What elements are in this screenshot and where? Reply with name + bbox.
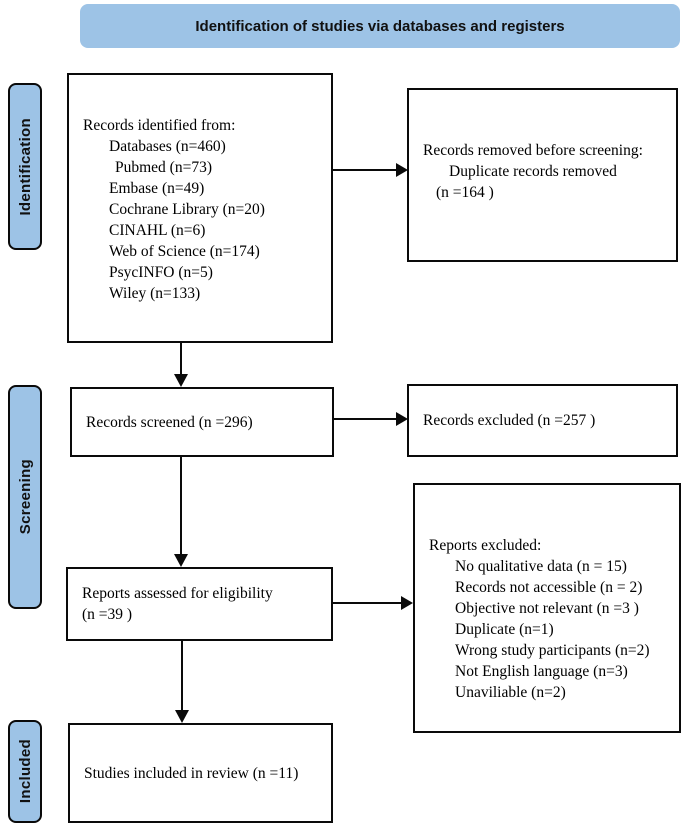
- database-count: PsycINFO (n=5): [109, 264, 213, 281]
- exclusion-reason: Unaviliable (n=2): [455, 684, 566, 701]
- reports-excluded-box: Reports excluded: No qualitative data (n…: [413, 483, 681, 733]
- arrow-identified-to-screened: [174, 343, 188, 387]
- box-heading: Reports excluded:: [429, 537, 542, 554]
- box-heading: Records removed before screening:: [423, 142, 643, 159]
- exclusion-reason: Not English language (n=3): [455, 663, 628, 680]
- records-excluded-box: Records excluded (n =257 ): [407, 384, 678, 457]
- records-identified-box: Records identified from: Databases (n=46…: [67, 73, 333, 343]
- removed-count: (n =164 ): [436, 184, 494, 201]
- database-count: Pubmed (n=73): [115, 159, 212, 176]
- exclusion-reason: Wrong study participants (n=2): [455, 642, 650, 659]
- studies-included-box: Studies included in review (n =11): [68, 723, 333, 823]
- arrow-screened-to-excluded: [334, 412, 408, 426]
- database-count: Cochrane Library (n=20): [109, 201, 265, 218]
- reports-assessed-box: Reports assessed for eligibility (n =39 …: [66, 567, 333, 641]
- database-count: CINAHL (n=6): [109, 222, 206, 239]
- exclusion-reason: No qualitative data (n = 15): [455, 558, 627, 575]
- phase-label-included: Included: [8, 720, 42, 823]
- box-count: (n =39 ): [82, 606, 133, 623]
- database-count: Web of Science (n=174): [109, 243, 260, 260]
- arrow-assessed-to-included: [175, 641, 189, 723]
- exclusion-reason: Records not accessible (n = 2): [455, 579, 643, 596]
- box-text: Reports assessed for eligibility: [82, 585, 273, 602]
- phase-label-text: Screening: [16, 459, 34, 535]
- arrow-identified-to-removed: [333, 163, 408, 177]
- box-text: Studies included in review (n =11): [84, 764, 299, 782]
- exclusion-reason: Objective not relevant (n =3 ): [455, 600, 639, 617]
- database-count: Embase (n=49): [109, 180, 205, 197]
- phase-label-text: Included: [16, 739, 34, 804]
- exclusion-reason: Duplicate (n=1): [455, 621, 554, 638]
- database-count: Databases (n=460): [109, 138, 226, 155]
- arrow-assessed-to-reports-excluded: [333, 596, 413, 610]
- records-removed-box: Records removed before screening: Duplic…: [407, 88, 678, 262]
- diagram-title-banner: Identification of studies via databases …: [80, 4, 680, 48]
- box-heading: Records identified from:: [83, 117, 236, 134]
- box-text: Records screened (n =296): [86, 413, 253, 431]
- phase-label-identification: Identification: [8, 83, 42, 250]
- database-count: Wiley (n=133): [109, 285, 201, 302]
- arrow-screened-to-assessed: [174, 457, 188, 567]
- removed-reason: Duplicate records removed: [449, 163, 617, 180]
- phase-label-screening: Screening: [8, 385, 42, 609]
- phase-label-text: Identification: [16, 117, 34, 216]
- records-screened-box: Records screened (n =296): [70, 387, 334, 457]
- diagram-title: Identification of studies via databases …: [195, 17, 565, 35]
- box-text: Records excluded (n =257 ): [423, 412, 596, 429]
